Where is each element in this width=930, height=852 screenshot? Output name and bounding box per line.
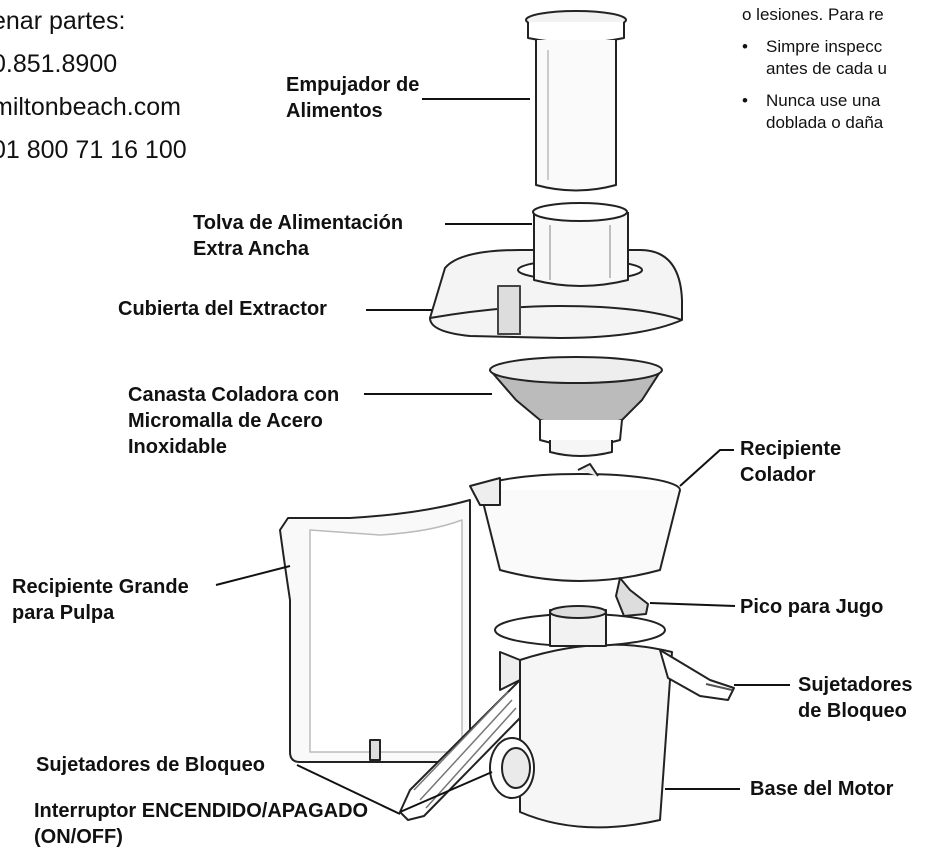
label-filter-bowl: Recipiente Colador [740, 438, 842, 486]
label-feed-chute: Tolva de Alimentación Extra Ancha [193, 212, 404, 260]
safety-bullet-2: • Nunca use una doblada o daña [742, 90, 887, 134]
label-juice-spout: Pico para Jugo [740, 596, 884, 618]
extractor-cover-drawing [429, 202, 683, 339]
bullet-icon: • [742, 37, 748, 56]
label-motor-base: Base del Motor [750, 778, 894, 800]
label-extractor-cover: Cubierta del Extractor [118, 298, 327, 320]
bullet-icon: • [742, 91, 748, 110]
order-info-line: enar partes: [0, 7, 126, 35]
strainer-basket-drawing [489, 356, 663, 457]
pulp-container-drawing [279, 499, 471, 763]
label-pulp-container: Recipiente Grande para Pulpa [12, 576, 189, 624]
order-info: enar partes: 0.851.8900 miltonbeach.com … [0, 0, 187, 172]
label-power-switch: Interruptor ENCENDIDO/APAGADO (ON/OFF) [34, 800, 369, 848]
safety-notes: o lesiones. Para re • Simpre inspecc ant… [742, 5, 887, 134]
leader-bowl [679, 449, 734, 487]
safety-bullet-2-line-2: doblada o daña [766, 113, 884, 132]
motor-base-drawing [399, 605, 735, 829]
order-info-phone: 0.851.8900 [0, 50, 118, 78]
safety-bullet-1-line-1: Simpre inspecc [766, 37, 883, 56]
label-strainer-basket: Canasta Coladora con Micromalla de Acero… [128, 384, 340, 458]
safety-bullet-1-line-2: antes de cada u [766, 59, 887, 78]
food-pusher-drawing [525, 10, 627, 192]
safety-bullet-1: • Simpre inspecc antes de cada u [742, 36, 887, 80]
order-info-phone-mexico: 01 800 71 16 100 [0, 136, 187, 164]
leader-clips-left [296, 764, 401, 815]
label-locking-clips-right: Sujetadores de Bloqueo [798, 674, 913, 722]
leader-spout [649, 602, 736, 607]
safety-bullet-2-line-1: Nunca use una [766, 91, 881, 110]
leader-pulp [215, 565, 291, 586]
label-locking-clips-left: Sujetadores de Bloqueo [36, 754, 265, 776]
safety-note-line: o lesiones. Para re [742, 5, 884, 24]
order-info-website: miltonbeach.com [0, 93, 181, 121]
leader-switch [399, 771, 493, 813]
label-food-pusher: Empujador de Alimentos [286, 74, 420, 122]
filter-bowl-drawing [469, 463, 681, 617]
